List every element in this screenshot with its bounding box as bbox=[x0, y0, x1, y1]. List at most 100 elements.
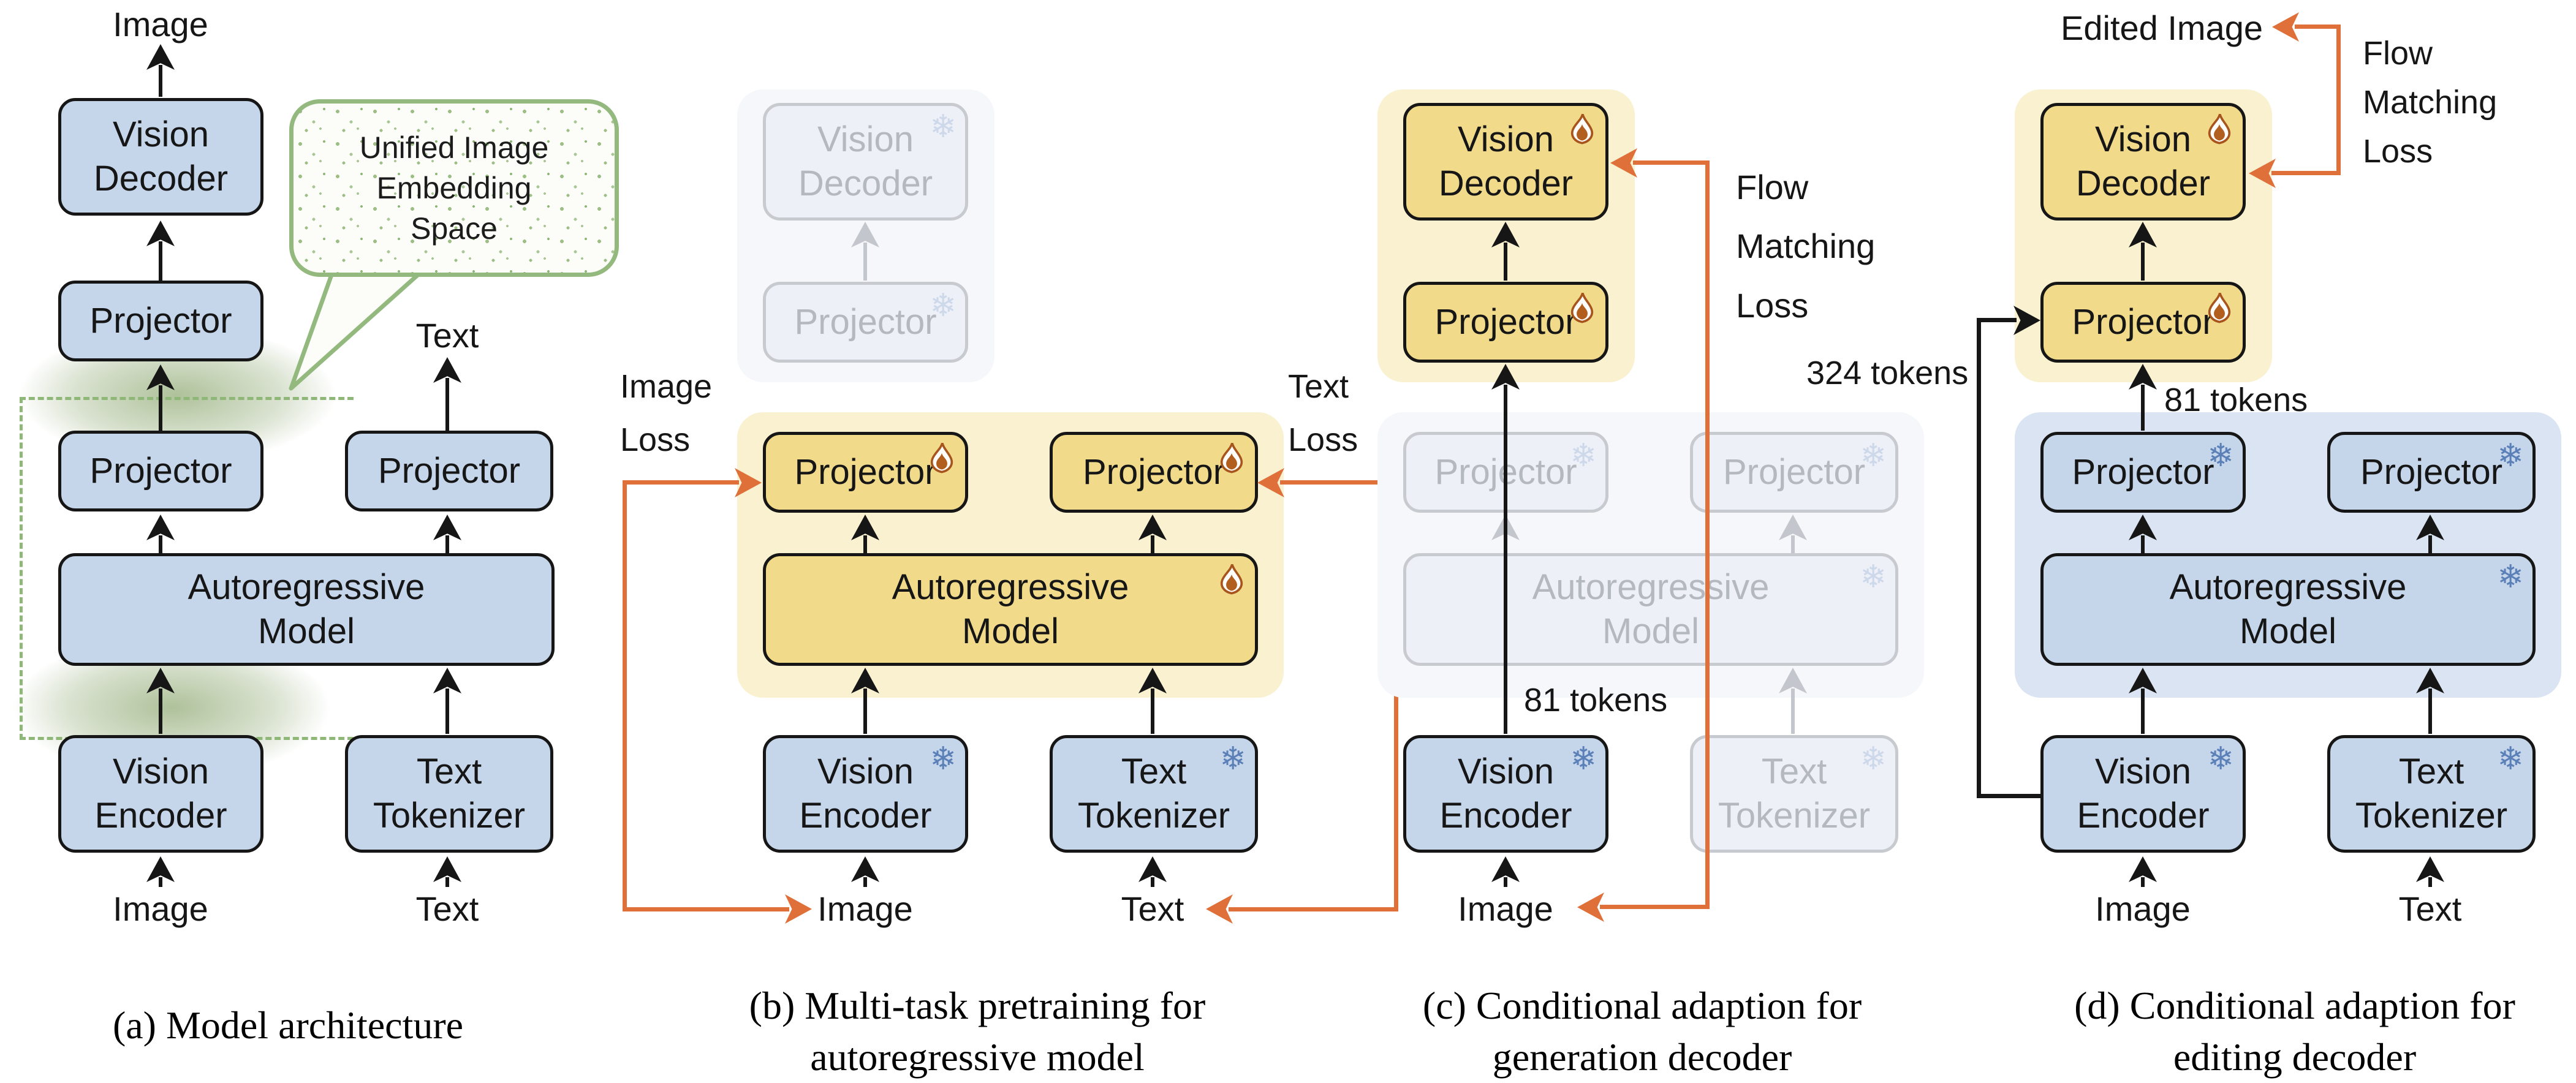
snowflake-icon: ❄ bbox=[930, 741, 957, 777]
flow-arrow bbox=[433, 856, 461, 887]
vision-decoder-box-a: Vision Decoder bbox=[58, 98, 263, 216]
caption-a: (a) Model architecture bbox=[113, 1000, 463, 1051]
token-324-path bbox=[1977, 318, 2017, 322]
input-text-label-d: Text bbox=[2398, 889, 2462, 928]
text-tokenizer-box-d: ❄ Text Tokenizer bbox=[2327, 735, 2536, 853]
token-324-path bbox=[1977, 794, 2042, 798]
flow-matching-path-c bbox=[1600, 905, 1710, 909]
projector-image-box-b: Projector bbox=[763, 432, 968, 513]
edited-image-label: Edited Image bbox=[2061, 9, 2263, 47]
text-loss-label: Text Loss bbox=[1288, 360, 1358, 467]
flow-arrow bbox=[2129, 364, 2157, 431]
box-label: Vision bbox=[817, 751, 914, 791]
projector-box-d: Projector bbox=[2040, 282, 2246, 363]
projector-text-box-b: Projector bbox=[1050, 432, 1258, 513]
box-label: Tokenizer bbox=[2355, 796, 2508, 836]
text-tokenizer-box-b: ❄ Text Tokenizer bbox=[1050, 735, 1258, 853]
box-label: Vision bbox=[1458, 751, 1554, 791]
caption-line: generation decoder bbox=[1492, 1035, 1792, 1079]
flow-arrow bbox=[1491, 222, 1520, 281]
box-label: Text bbox=[2398, 751, 2464, 791]
text-tokenizer-box-a: Text Tokenizer bbox=[345, 735, 553, 853]
speech-bubble-tail bbox=[289, 271, 422, 391]
autoregressive-model-box-b: Autoregressive Model bbox=[763, 553, 1258, 666]
input-image-label-a: Image bbox=[113, 889, 208, 928]
box-label: Model bbox=[2240, 611, 2336, 651]
flow-matching-loss-label-c: Flow Matching Loss bbox=[1736, 158, 1875, 335]
caption-d: (d) Conditional adaption for editing dec… bbox=[2074, 980, 2515, 1083]
box-label: Model bbox=[258, 611, 355, 651]
loss-line: Flow bbox=[2363, 35, 2433, 72]
projector-text-box-a: Projector bbox=[345, 431, 553, 511]
flow-arrow bbox=[851, 668, 879, 734]
box-label: Text bbox=[1121, 751, 1187, 791]
token-bypass-arrow-c bbox=[1491, 364, 1520, 734]
flow-matching-path-d bbox=[2336, 25, 2341, 175]
loss-line: Loss bbox=[1736, 285, 1809, 325]
snowflake-icon: ❄ bbox=[1570, 741, 1597, 777]
box-label: Text bbox=[1761, 751, 1827, 791]
flow-arrow bbox=[2129, 856, 2157, 887]
flame-icon bbox=[1220, 563, 1243, 595]
box-label: Text bbox=[416, 751, 482, 791]
box-label: Decoder bbox=[2075, 164, 2211, 203]
loss-line: Matching bbox=[2363, 83, 2498, 121]
flow-arrow bbox=[851, 515, 879, 553]
box-label: Projector bbox=[89, 300, 232, 341]
box-label: Tokenizer bbox=[1077, 796, 1230, 836]
flow-arrow bbox=[146, 856, 175, 887]
flow-arrow bbox=[2416, 856, 2444, 887]
snowflake-icon: ❄ bbox=[1570, 438, 1597, 474]
flow-arrow bbox=[1138, 668, 1167, 734]
flow-arrow-faded bbox=[1779, 668, 1807, 734]
flame-icon bbox=[2208, 113, 2231, 145]
input-image-label-b: Image bbox=[817, 889, 913, 928]
autoregressive-model-box-d: ❄ Autoregressive Model bbox=[2040, 553, 2536, 666]
caption-c: (c) Conditional adaption for generation … bbox=[1423, 980, 1862, 1083]
autoregressive-model-box-c: ❄ Autoregressive Model bbox=[1403, 553, 1898, 666]
vision-encoder-box-b: ❄ Vision Encoder bbox=[763, 735, 968, 853]
image-loss-label: Image Loss bbox=[620, 360, 712, 467]
box-label: Projector bbox=[1722, 451, 1866, 492]
flow-arrow bbox=[851, 856, 879, 887]
flame-icon bbox=[1570, 292, 1594, 323]
flow-arrow bbox=[1491, 856, 1520, 887]
flame-icon bbox=[2208, 292, 2231, 323]
snowflake-icon: ❄ bbox=[1219, 741, 1246, 777]
loss-line: Loss bbox=[620, 421, 691, 459]
box-label: Projector bbox=[2360, 451, 2503, 492]
caption-b: (b) Multi-task pretraining for autoregre… bbox=[749, 980, 1206, 1083]
box-label: Projector bbox=[1434, 301, 1577, 342]
flow-arrow-faded bbox=[1779, 515, 1807, 553]
box-label: Projector bbox=[89, 450, 232, 491]
box-label: Decoder bbox=[1438, 164, 1574, 203]
box-label: Vision bbox=[2095, 119, 2191, 159]
snowflake-icon: ❄ bbox=[930, 288, 957, 323]
flow-arrow-faded bbox=[851, 222, 879, 281]
input-image-label-d: Image bbox=[2095, 889, 2191, 928]
box-label: Encoder bbox=[799, 796, 932, 836]
box-label: Projector bbox=[377, 450, 521, 491]
box-label: Tokenizer bbox=[373, 796, 526, 836]
flow-arrow bbox=[1138, 856, 1167, 887]
loss-line: Matching bbox=[1736, 227, 1876, 266]
box-label: Encoder bbox=[1439, 796, 1572, 836]
loss-line: Text bbox=[1288, 368, 1349, 405]
flame-icon bbox=[1570, 113, 1594, 145]
caption-line: autoregressive model bbox=[810, 1035, 1145, 1079]
box-label: Encoder bbox=[2077, 796, 2210, 836]
box-label: Autoregressive bbox=[188, 567, 425, 607]
flow-matching-path-c bbox=[1705, 160, 1710, 909]
flow-arrow bbox=[433, 515, 461, 553]
tokens-81-label-d: 81 tokens bbox=[2164, 382, 2308, 418]
flow-arrow bbox=[2129, 515, 2157, 553]
vision-encoder-box-a: Vision Encoder bbox=[58, 735, 263, 853]
loss-line: Flow bbox=[1736, 168, 1809, 206]
bubble-line: Unified Image bbox=[359, 130, 549, 165]
projector-box-faded-b: ❄ Projector bbox=[763, 282, 968, 363]
box-label: Autoregressive bbox=[892, 567, 1129, 607]
bubble-line: Embedding bbox=[376, 171, 532, 205]
box-label: Tokenizer bbox=[1718, 796, 1871, 836]
box-label: Encoder bbox=[94, 796, 227, 836]
projector-box-faded-c-right: ❄ Projector bbox=[1690, 432, 1898, 513]
